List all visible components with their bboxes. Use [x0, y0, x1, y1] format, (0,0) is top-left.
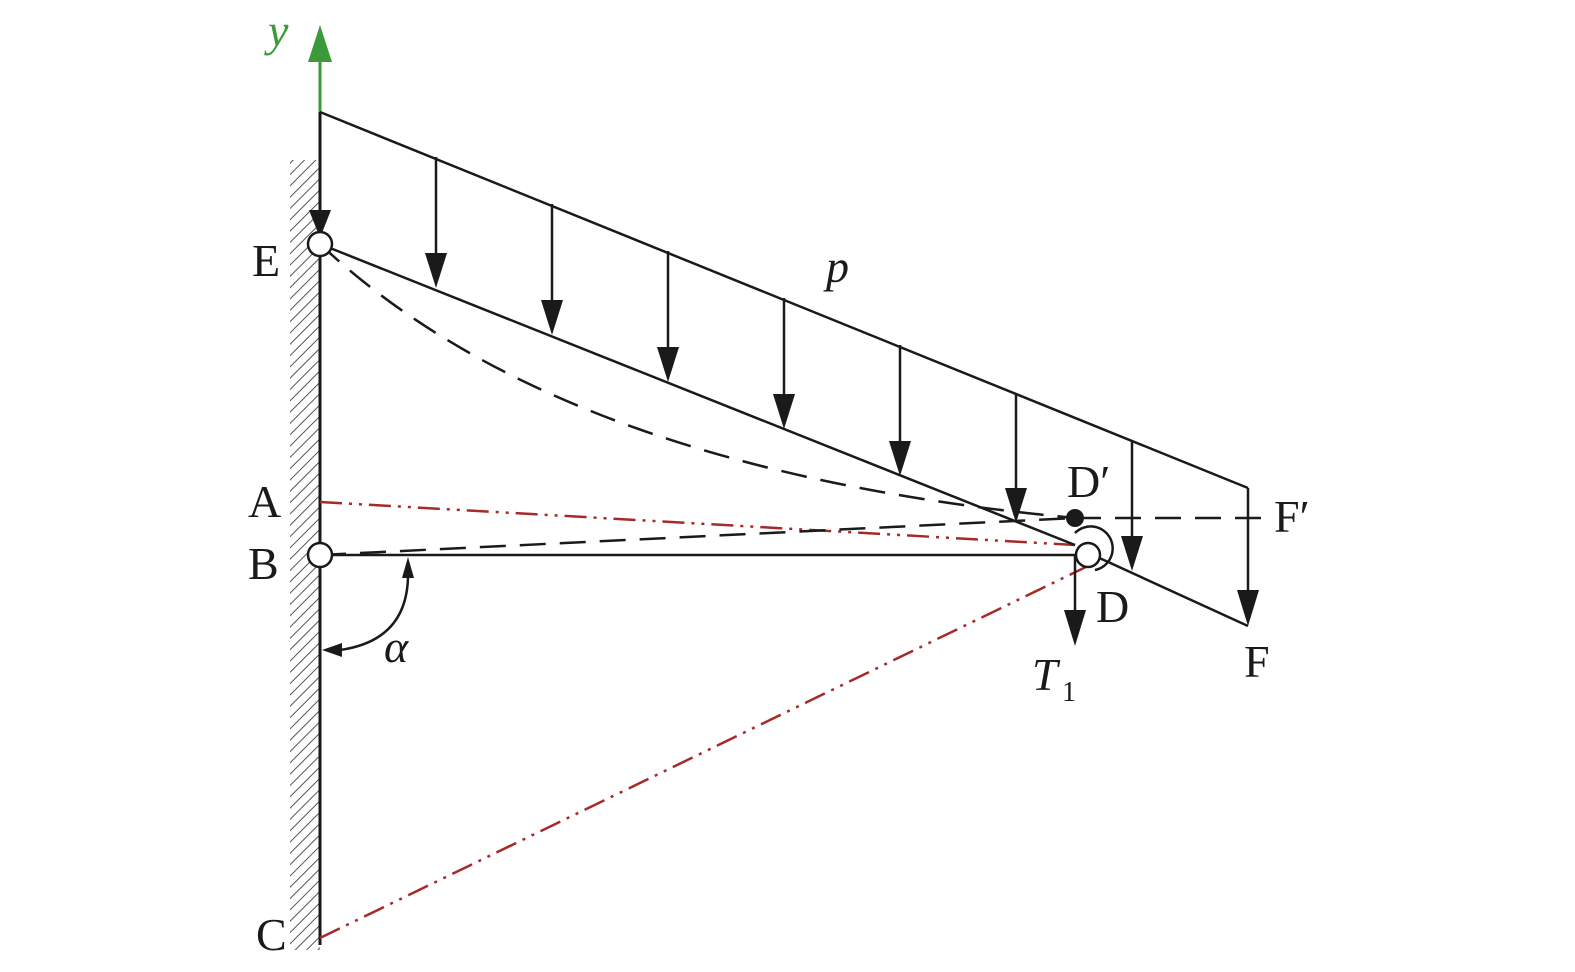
- deformed-curve-e: [319, 243, 1076, 520]
- load-arrowhead: [773, 394, 795, 429]
- label-load-p: p: [823, 241, 849, 292]
- load-arrowhead: [889, 441, 911, 476]
- load-arrowhead: [657, 347, 679, 382]
- label-d-prime: D′: [1067, 456, 1110, 507]
- deformed-line-b: [319, 516, 1076, 557]
- pin-joint-d: [1074, 541, 1102, 569]
- label-tension-t: T: [1032, 649, 1061, 700]
- displaced-point-d-prime: [1066, 509, 1084, 527]
- hinge-d-arc: [1074, 525, 1114, 572]
- label-angle-alpha: α: [384, 621, 409, 672]
- member-e-d: [319, 242, 1076, 547]
- y-axis: y: [264, 5, 332, 112]
- reference-line-c: [319, 563, 1091, 940]
- label-e: E: [252, 235, 280, 286]
- load-arrows: [318, 112, 1134, 538]
- load-arrowhead: [425, 253, 447, 288]
- deformed-lines: [319, 243, 1265, 557]
- load-arrowhead: [1121, 536, 1143, 571]
- load-arrowhead: [541, 300, 563, 335]
- label-c: C: [256, 909, 287, 960]
- pin-joint-e: [306, 230, 334, 258]
- reference-lines: [319, 500, 1091, 940]
- label-a: A: [248, 476, 281, 527]
- y-axis-label: y: [264, 5, 289, 56]
- label-b: B: [248, 538, 279, 589]
- member-d-f: [1094, 554, 1249, 628]
- angle-alpha-arrowhead-top: [402, 557, 414, 578]
- load-arrowheads: [309, 210, 1259, 626]
- structure: [319, 242, 1249, 628]
- y-axis-arrowhead: [308, 25, 332, 62]
- angle-alpha-arrowhead-bottom: [322, 643, 342, 657]
- label-d: D: [1096, 581, 1129, 632]
- label-f-prime: F′: [1274, 491, 1310, 542]
- angle-alpha-arc: [339, 569, 410, 652]
- load-arrowhead: [1237, 590, 1259, 626]
- load-arrowhead: [1005, 488, 1027, 523]
- load-arrowhead: [309, 210, 331, 238]
- tension-arrowhead: [1064, 610, 1086, 646]
- label-tension-subscript: 1: [1062, 677, 1076, 708]
- label-f: F: [1244, 636, 1270, 687]
- pin-joint-b: [306, 541, 334, 569]
